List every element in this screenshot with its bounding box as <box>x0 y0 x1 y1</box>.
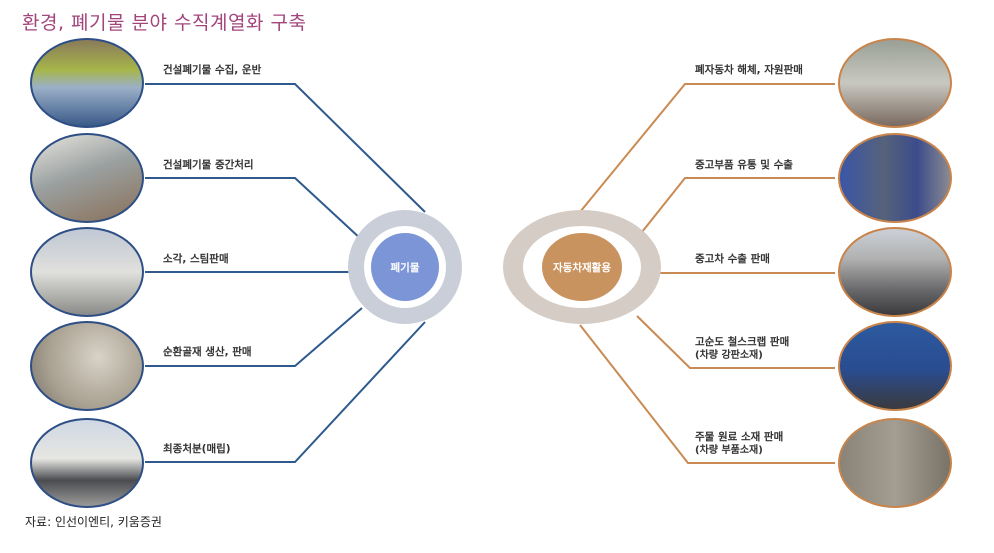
auto-hub-ring: 자동차재활용 <box>503 210 661 324</box>
page-title: 환경, 폐기물 분야 수직계열화 구축 <box>22 12 307 34</box>
auto-recycling-hub: 자동차재활용 <box>542 233 622 301</box>
scrap-plant-photo <box>838 321 952 411</box>
left-item-label-5: 최종처분(매립) <box>163 443 231 455</box>
connector-right-5 <box>579 324 835 464</box>
right-item-sub-4: (차량 강판소재) <box>695 350 763 361</box>
aggregate-photo <box>30 321 144 411</box>
landfill-photo <box>30 418 144 508</box>
connector-left-1 <box>145 83 426 213</box>
right-item-label-5: 주물 원료 소재 판매 (차량 부품소재) <box>695 430 783 458</box>
dump-truck-photo <box>30 38 144 128</box>
right-item-title-4: 고순도 철스크랩 판매 <box>695 336 790 348</box>
left-item-label-4: 순환골재 생산, 판매 <box>163 346 252 358</box>
right-item-label-4: 고순도 철스크랩 판매 (차량 강판소재) <box>695 335 789 363</box>
left-item-label-3: 소각, 스팀판매 <box>163 253 229 265</box>
bales-photo <box>838 418 952 508</box>
conveyor-plant-photo <box>30 133 144 223</box>
used-car-lot-photo <box>838 227 952 317</box>
connector-left-5 <box>145 321 426 463</box>
incinerator-photo <box>30 227 144 317</box>
right-item-label-2: 중고부품 유통 및 수출 <box>695 159 793 171</box>
connector-right-1 <box>579 83 835 213</box>
waste-hub-label: 폐기물 <box>390 261 420 274</box>
right-item-title-5: 주물 원료 소재 판매 <box>695 431 784 443</box>
connector-right-2 <box>641 177 835 233</box>
connector-left-2 <box>145 177 363 241</box>
left-item-label-2: 건설폐기물 중간처리 <box>163 159 254 171</box>
parts-warehouse-photo <box>838 133 952 223</box>
right-item-label-3: 중고차 수출 판매 <box>695 253 770 265</box>
connector-right-4 <box>636 315 835 369</box>
right-item-label-1: 폐자동차 해체, 자원판매 <box>695 64 803 76</box>
right-item-sub-5: (차량 부품소재) <box>695 445 763 456</box>
dismantling-photo <box>838 38 952 128</box>
source-note: 자료: 인선이엔티, 키움증권 <box>25 515 162 529</box>
left-item-label-1: 건설폐기물 수집, 운반 <box>163 64 262 76</box>
connector-left-4 <box>145 307 363 367</box>
waste-hub: 폐기물 <box>371 233 439 301</box>
auto-hub-label: 자동차재활용 <box>553 261 611 274</box>
waste-hub-ring: 폐기물 <box>348 210 462 324</box>
